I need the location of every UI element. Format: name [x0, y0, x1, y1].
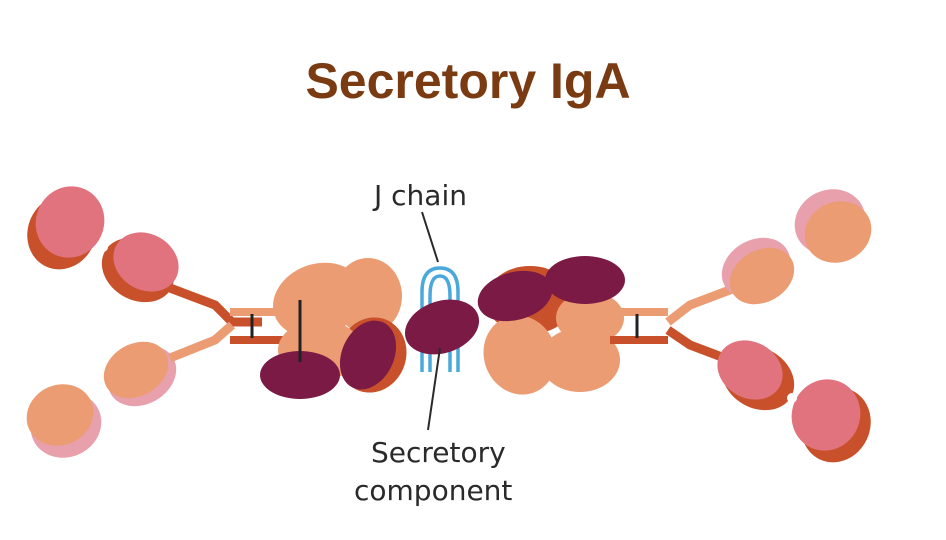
left-secretory-blob-2 — [339, 320, 397, 390]
left-lower-joint — [97, 397, 107, 407]
page-title: Secretory IgA — [305, 53, 631, 109]
left-hinge-upper — [168, 283, 262, 327]
left-lower-heavy-outer — [26, 384, 94, 446]
right-fc-lower-a — [483, 315, 557, 395]
secretory-center — [404, 299, 480, 355]
left-upper-joint — [98, 242, 108, 252]
right-fc-upper-b — [556, 292, 624, 344]
right-lower-light-inner — [717, 340, 783, 400]
j-chain-leader — [421, 211, 439, 263]
right-upper-heavy-outer — [804, 201, 872, 263]
right-lower-joint — [787, 393, 797, 403]
left-fc-upper-b — [334, 258, 402, 334]
right-upper-joint — [789, 243, 799, 253]
secretory-label-line1: Secretory — [371, 436, 506, 469]
left-lower-fab — [26, 341, 177, 458]
left-hinge-lower — [168, 321, 235, 363]
right-hinge-upper — [665, 283, 737, 326]
right-fc-lower-b — [540, 328, 620, 392]
right-lower-light-outer — [791, 379, 861, 451]
secretory-leader — [427, 347, 441, 431]
right-monomer — [477, 189, 872, 463]
secretory-label-line2: component — [354, 474, 512, 507]
j-chain-shape — [420, 266, 460, 372]
left-upper-light-outer — [35, 186, 105, 258]
left-upper-fab — [27, 186, 179, 303]
right-upper-heavy-inner — [729, 247, 795, 305]
left-secretory-blob — [260, 351, 340, 399]
j-chain-label: J chain — [372, 179, 467, 212]
right-secretory-blob-2 — [545, 256, 625, 304]
right-secretory-blob-1 — [477, 270, 553, 322]
left-upper-light-inner — [113, 232, 179, 292]
left-monomer — [26, 186, 407, 458]
right-lower-fab — [717, 340, 871, 463]
left-lower-heavy-inner — [103, 341, 169, 399]
right-upper-fab — [721, 189, 872, 305]
